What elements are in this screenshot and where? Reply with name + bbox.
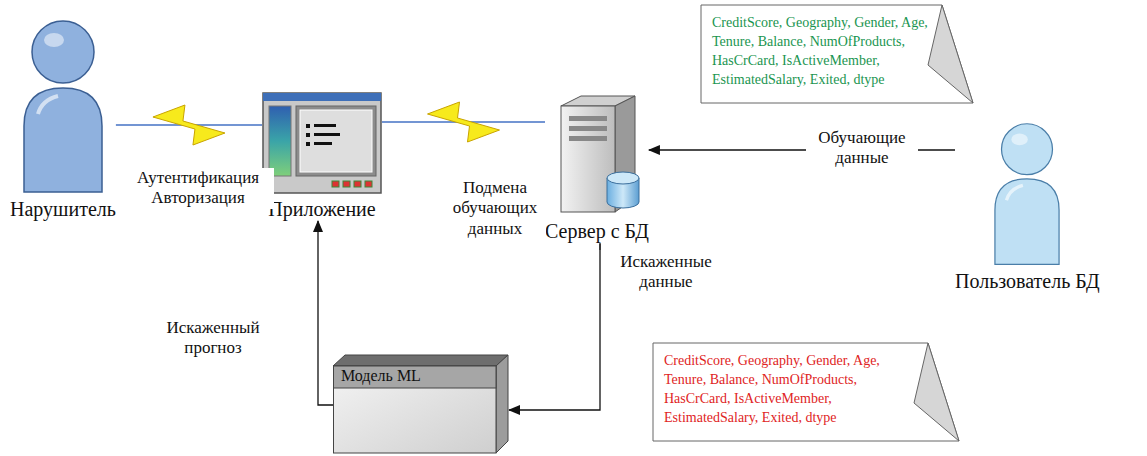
actor-node: Приложение bbox=[262, 92, 382, 221]
edge-label: Обучающие данные bbox=[806, 128, 918, 169]
node-label: Сервер с БД bbox=[545, 220, 649, 243]
actor-node: Пользователь БД bbox=[955, 118, 1100, 293]
actor-node: Сервер с БД bbox=[545, 94, 649, 243]
edge-label: Искаженные данные bbox=[608, 252, 724, 293]
wireless-link bbox=[382, 102, 545, 142]
lightning-bolt bbox=[153, 105, 225, 145]
model-title: Модель ML bbox=[341, 367, 421, 385]
person-icon bbox=[988, 118, 1066, 266]
lightning-bolt bbox=[428, 102, 500, 142]
flow-arrow bbox=[509, 243, 600, 410]
node-label: Нарушитель bbox=[10, 198, 116, 221]
application-window-icon bbox=[262, 92, 382, 194]
person-icon bbox=[18, 14, 108, 194]
field-list: CreditScore, Geography, Gender, Age, Ten… bbox=[652, 342, 958, 440]
node-label: Пользователь БД bbox=[955, 270, 1100, 293]
model-box: Модель ML bbox=[333, 354, 509, 454]
data-note: CreditScore, Geography, Gender, Age, Ten… bbox=[652, 342, 958, 440]
data-note: CreditScore, Geography, Gender, Age, Ten… bbox=[700, 4, 972, 102]
server-database-icon bbox=[547, 94, 647, 216]
actor-node: Нарушитель bbox=[10, 14, 116, 221]
edge-label: Аутентификация Авторизация bbox=[122, 168, 274, 209]
edge-label: Подмена обучающих данных bbox=[444, 178, 546, 239]
field-list: CreditScore, Geography, Gender, Age, Ten… bbox=[700, 4, 972, 102]
wireless-link bbox=[116, 105, 262, 145]
flow-arrow bbox=[318, 221, 333, 405]
edge-label: Искаженный прогноз bbox=[150, 318, 276, 359]
node-label: Приложение bbox=[268, 198, 375, 221]
